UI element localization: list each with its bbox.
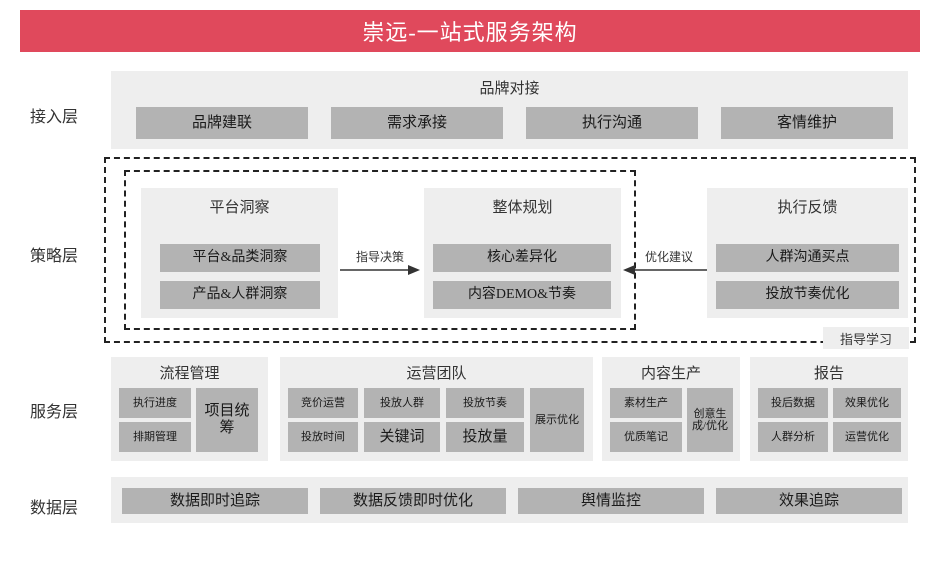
strategy-tag-guided-learning: 指导学习 xyxy=(823,327,909,349)
service-box-keyword[interactable]: 关键词 xyxy=(364,422,440,452)
strategy-group-platform-insight-title: 平台洞察 xyxy=(209,200,270,216)
strategy-box-platform-category-insight[interactable]: 平台&品类洞察 xyxy=(160,244,320,272)
service-box-target-audience[interactable]: 投放人群 xyxy=(364,388,440,418)
strategy-box-delivery-rhythm-optimization[interactable]: 投放节奏优化 xyxy=(716,281,899,309)
strategy-box-core-differentiation[interactable]: 核心差异化 xyxy=(433,244,611,272)
strategy-group-overall-planning-title: 整体规划 xyxy=(492,200,553,216)
data-box-2[interactable]: 数据反馈即时优化 xyxy=(320,488,506,514)
arrow-guide-decision-label: 指导决策 xyxy=(355,250,404,264)
strategy-box-content-demo-rhythm[interactable]: 内容DEMO&节奏 xyxy=(433,281,611,309)
arrow-guide-decision: 指导决策 xyxy=(338,248,422,276)
data-box-3[interactable]: 舆情监控 xyxy=(518,488,704,514)
strategy-box-product-audience-insight[interactable]: 产品&人群洞察 xyxy=(160,281,320,309)
service-box-delivery-volume[interactable]: 投放量 xyxy=(446,422,524,452)
service-group-operations-team-title: 运营团队 xyxy=(406,366,467,382)
page-title-bar: 崇远-一站式服务架构 xyxy=(20,10,920,52)
access-box-3[interactable]: 执行沟通 xyxy=(526,107,698,139)
access-box-1[interactable]: 品牌建联 xyxy=(136,107,308,139)
arrow-optimization-suggestion-label: 优化建议 xyxy=(644,250,693,264)
strategy-inner-dashed-frame xyxy=(124,170,636,330)
service-box-display-optimization[interactable]: 展示优化 xyxy=(530,388,584,452)
data-box-4[interactable]: 效果追踪 xyxy=(716,488,902,514)
strategy-group-execution-feedback-title: 执行反馈 xyxy=(777,200,838,216)
access-box-2[interactable]: 需求承接 xyxy=(331,107,503,139)
arrow-left-icon xyxy=(623,265,707,275)
service-box-material-production[interactable]: 素材生产 xyxy=(610,388,682,418)
service-box-creative-generation-optimization[interactable]: 创意生成/优化 xyxy=(687,388,733,452)
service-box-operations-optimization[interactable]: 运营优化 xyxy=(833,422,901,452)
service-group-report-title: 报告 xyxy=(813,366,844,382)
page-title: 崇远-一站式服务架构 xyxy=(362,20,578,45)
row-label-data: 数据层 xyxy=(29,500,78,517)
service-box-performance-optimization[interactable]: 效果优化 xyxy=(833,388,901,418)
service-group-content-production-title: 内容生产 xyxy=(640,366,701,382)
row-label-service: 服务层 xyxy=(29,404,78,421)
service-box-delivery-time[interactable]: 投放时间 xyxy=(288,422,358,452)
service-group-process-management-title: 流程管理 xyxy=(159,366,220,382)
arrow-optimization-suggestion: 优化建议 xyxy=(621,248,709,276)
service-box-bidding-operations[interactable]: 竞价运营 xyxy=(288,388,358,418)
service-box-delivery-rhythm[interactable]: 投放节奏 xyxy=(446,388,524,418)
row-label-access: 接入层 xyxy=(29,109,78,126)
service-box-execution-progress[interactable]: 执行进度 xyxy=(119,388,191,418)
strategy-outer-dashed-frame xyxy=(104,157,916,343)
data-box-1[interactable]: 数据即时追踪 xyxy=(122,488,308,514)
service-box-project-coordination[interactable]: 项目统筹 xyxy=(196,388,258,452)
service-box-audience-analysis[interactable]: 人群分析 xyxy=(758,422,828,452)
service-box-quality-notes[interactable]: 优质笔记 xyxy=(610,422,682,452)
service-box-schedule-management[interactable]: 排期管理 xyxy=(119,422,191,452)
access-layer-title: 品牌对接 xyxy=(479,81,540,97)
access-box-4[interactable]: 客情维护 xyxy=(721,107,893,139)
strategy-box-audience-selling-point[interactable]: 人群沟通买点 xyxy=(716,244,899,272)
row-label-strategy: 策略层 xyxy=(29,248,78,265)
service-box-post-delivery-data[interactable]: 投后数据 xyxy=(758,388,828,418)
arrow-right-icon xyxy=(340,265,420,275)
